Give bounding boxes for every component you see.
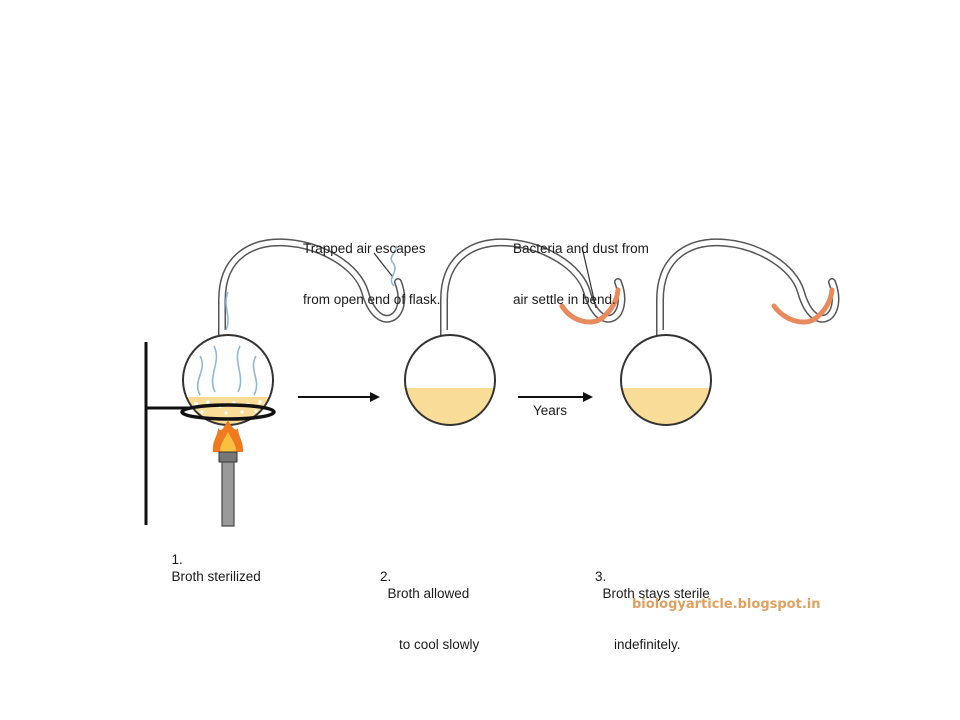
bacteria-dust-pointer — [581, 246, 597, 309]
trapped-air-line-2: from open end of flask. — [303, 292, 441, 307]
step-2-line-1: Broth allowed — [387, 586, 470, 601]
watermark: biologyarticle.blogspot.in — [632, 597, 821, 612]
step-3-number: 3. — [595, 569, 607, 584]
trapped-air-pointer — [373, 252, 393, 277]
bacteria-dust-line-1: Bacteria and dust from — [513, 241, 649, 256]
steam-wisps — [196, 291, 258, 396]
trapped-air-annotation: Trapped air escapes from open end of fla… — [303, 206, 440, 325]
support-ring — [180, 403, 276, 421]
flask-2-broth — [405, 388, 495, 425]
step-3-line-1: Broth stays sterile — [602, 586, 710, 601]
burner-tube — [221, 461, 235, 527]
step-3-caption: 3. Broth stays sterile indefinitely. — [595, 534, 710, 670]
bunsen-burner — [212, 420, 244, 527]
years-label: Years — [533, 403, 568, 418]
trapped-air-line-1: Trapped air escapes — [303, 241, 426, 256]
burner-nozzle — [218, 451, 238, 463]
arrow-step-1-to-2 — [298, 392, 380, 402]
bacteria-dust-line-2: air settle in bend. — [513, 292, 616, 307]
arrow-step-2-to-3 — [518, 392, 593, 402]
ring-stand — [144, 342, 190, 525]
bacteria-dust-annotation: Bacteria and dust from air settle in ben… — [513, 206, 649, 325]
flask-3-dust-in-bend — [771, 287, 835, 325]
step-2-line-2: to cool slowly — [399, 637, 480, 652]
step-3-line-2: indefinitely. — [614, 637, 681, 652]
step-1-number: 1. — [171, 552, 183, 567]
flask-3-broth — [621, 388, 711, 425]
step-1-line-1: Broth sterilized — [171, 569, 261, 584]
escaping-air-wisp — [390, 245, 397, 287]
step-2-number: 2. — [380, 569, 392, 584]
step-2-caption: 2. Broth allowed to cool slowly — [380, 534, 479, 670]
step-1-caption: 1. Broth sterilized — [164, 534, 261, 585]
flask-2-dust-in-bend — [559, 287, 621, 325]
flask-3 — [620, 238, 840, 426]
